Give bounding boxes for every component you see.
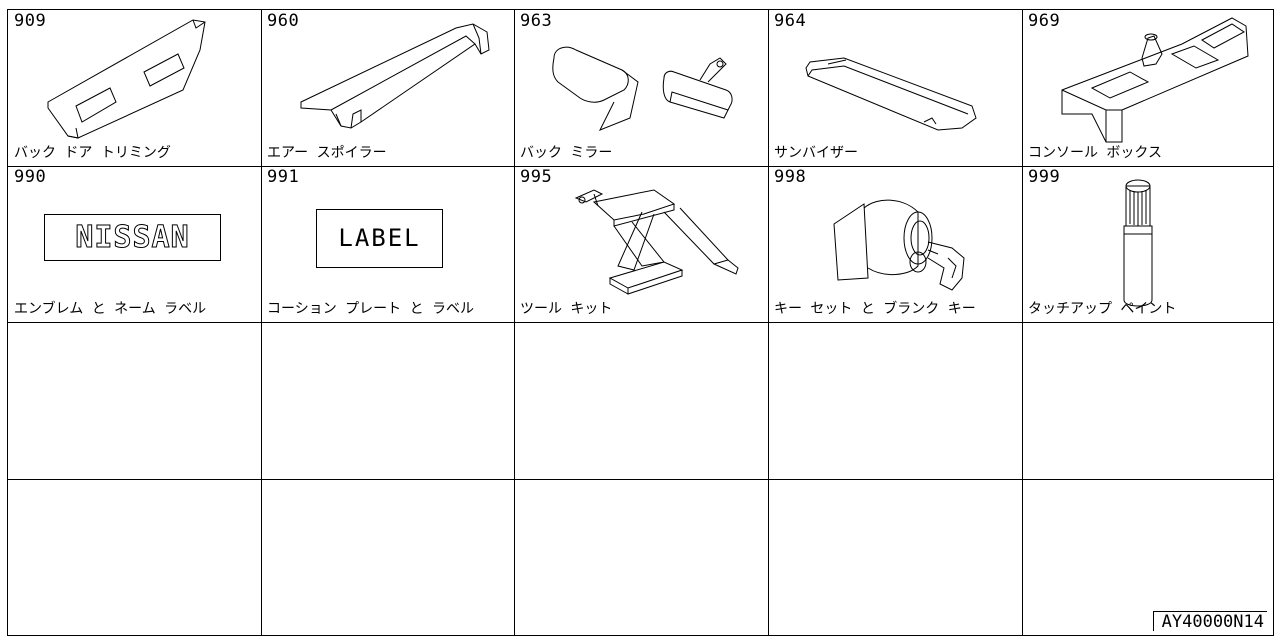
console-box-icon — [1022, 10, 1275, 166]
part-cell-995[interactable]: 995 ツール キット — [514, 166, 768, 322]
grid-divider — [8, 166, 1273, 167]
sun-visor-icon — [768, 10, 1022, 166]
part-name: エンブレム と ネーム ラベル — [14, 301, 207, 317]
part-code: 909 — [14, 11, 47, 31]
mirror-icon — [514, 10, 768, 166]
part-cell-990[interactable]: 990 NISSAN エンブレム と ネーム ラベル — [8, 166, 261, 322]
air-spoiler-icon — [261, 10, 514, 166]
part-name: サンバイザー — [774, 145, 858, 161]
part-cell-969[interactable]: 969 コンソール ボックス — [1022, 10, 1275, 166]
part-code: 999 — [1028, 167, 1061, 187]
back-door-trim-icon — [8, 10, 261, 166]
part-code: 991 — [267, 167, 300, 187]
part-cell-963[interactable]: 963 バック ミラー — [514, 10, 768, 166]
part-code: 998 — [774, 167, 807, 187]
emblem-icon: NISSAN — [44, 214, 221, 261]
part-cell-909[interactable]: 909 バック ドア トリミング — [8, 10, 261, 166]
part-cell-964[interactable]: 964 サンバイザー — [768, 10, 1022, 166]
part-cell-991[interactable]: 991 LABEL コーション プレート と ラベル — [261, 166, 514, 322]
part-code: 964 — [774, 11, 807, 31]
part-cell-960[interactable]: 960 エアー スポイラー — [261, 10, 514, 166]
part-cell-999[interactable]: 999 タッチアップ ペイント — [1022, 166, 1275, 322]
part-code: 969 — [1028, 11, 1061, 31]
grid-divider — [8, 322, 1273, 323]
part-name: キー セット と ブランク キー — [774, 301, 976, 317]
grid-divider — [8, 479, 1273, 480]
part-cell-998[interactable]: 998 キー セット と ブランク キー — [768, 166, 1022, 322]
label-plate-icon: LABEL — [316, 209, 443, 268]
part-code: 963 — [520, 11, 553, 31]
touch-up-paint-icon — [1022, 166, 1275, 322]
label-text: LABEL — [338, 224, 421, 252]
part-name: バック ドア トリミング — [14, 145, 171, 161]
parts-grid: 909 バック ドア トリミング 960 エアー スポイラー 9 — [7, 9, 1274, 636]
reference-number: AY40000N14 — [1152, 611, 1267, 632]
part-code: 995 — [520, 167, 553, 187]
part-code: 960 — [267, 11, 300, 31]
part-name: タッチアップ ペイント — [1028, 301, 1177, 317]
part-code: 990 — [14, 167, 47, 187]
part-name: コンソール ボックス — [1028, 145, 1163, 161]
part-name: バック ミラー — [520, 145, 613, 161]
jack-tool-icon — [514, 166, 768, 322]
key-set-icon — [768, 166, 1022, 322]
part-name: コーション プレート と ラベル — [267, 301, 475, 317]
emblem-text: NISSAN — [75, 220, 190, 256]
part-name: ツール キット — [520, 301, 613, 317]
part-name: エアー スポイラー — [267, 145, 387, 161]
